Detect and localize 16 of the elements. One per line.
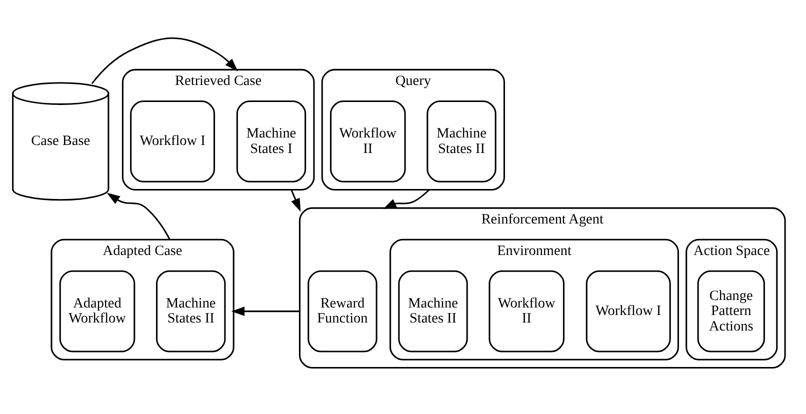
node-box: Machine States II bbox=[398, 270, 468, 352]
arrow bbox=[290, 189, 301, 212]
node-box: Change Pattern Actions bbox=[697, 270, 765, 352]
arrow bbox=[91, 37, 238, 84]
node-box: Machine States I bbox=[236, 100, 306, 182]
node-box: Workflow II bbox=[330, 100, 406, 182]
arrow bbox=[231, 306, 300, 316]
node-box: Machine States II bbox=[156, 270, 226, 352]
node-box: Workflow I bbox=[130, 100, 216, 182]
node-box: Workflow I bbox=[586, 270, 671, 352]
node-box: Adapted Workflow bbox=[59, 270, 136, 352]
node-box: Reward Function bbox=[308, 270, 378, 352]
node-box: Workflow II bbox=[488, 270, 565, 352]
node-box: Machine States II bbox=[426, 100, 496, 182]
arrow bbox=[106, 192, 170, 240]
arrow bbox=[383, 189, 430, 210]
